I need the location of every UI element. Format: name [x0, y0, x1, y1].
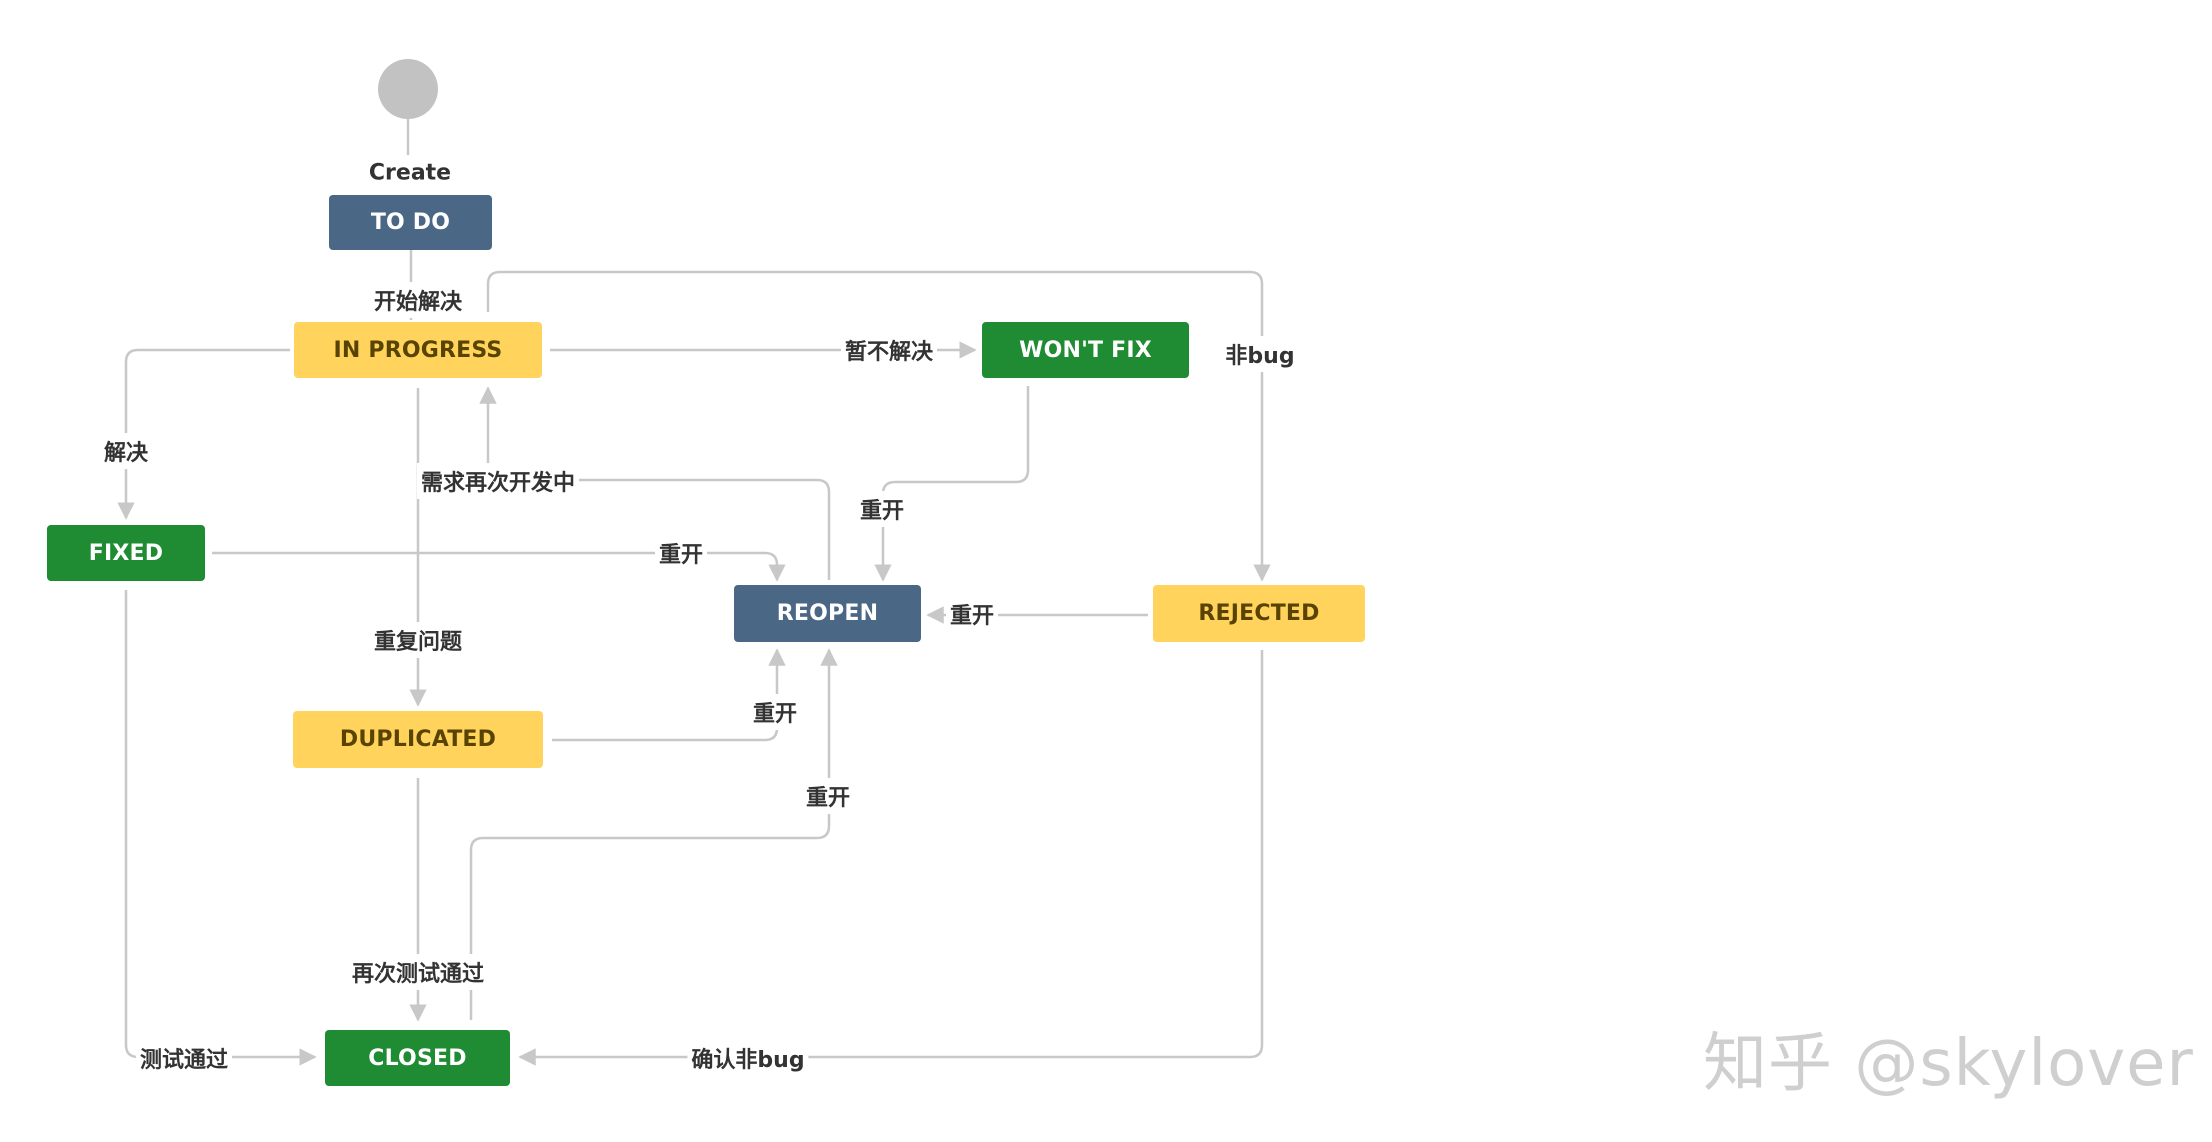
edge-test-passed — [124, 590, 317, 1066]
edge-confirm-not-bug — [518, 650, 1264, 1066]
edge-resolve — [117, 348, 290, 520]
transition-label-duplicate: 重复问题 — [369, 622, 467, 658]
state-duplicated[interactable]: DUPLICATED — [293, 711, 543, 768]
transition-label-reopen-from-closed: 重开 — [801, 778, 855, 814]
start-node[interactable] — [378, 59, 438, 119]
transition-label-resolve: 解决 — [99, 433, 153, 469]
transition-label-reopen-from-fixed: 重开 — [654, 535, 708, 571]
watermark-text: 知乎 @skylover — [1703, 1027, 2194, 1101]
transition-label-confirm-not-bug: 确认非bug — [687, 1040, 809, 1076]
state-todo[interactable]: TO DO — [329, 195, 492, 250]
state-closed[interactable]: CLOSED — [325, 1030, 510, 1086]
edge-reopen-from-closed — [469, 648, 838, 1020]
create-transition-label: Create — [368, 160, 452, 186]
edge-not-bug — [486, 270, 1271, 582]
transition-label-reopen-from-wontfix: 重开 — [855, 491, 909, 527]
transition-label-reopen-from-duplicated: 重开 — [748, 694, 802, 730]
state-wont-fix[interactable]: WON'T FIX — [982, 322, 1189, 378]
transition-label-retest-passed: 再次测试通过 — [347, 954, 489, 990]
transition-label-test-passed: 测试通过 — [135, 1040, 233, 1076]
state-rejected[interactable]: REJECTED — [1153, 585, 1365, 642]
edge-reopen-from-fixed — [212, 551, 786, 582]
state-in-progress[interactable]: IN PROGRESS — [294, 322, 542, 378]
edge-reopen-from-duplicated — [552, 648, 786, 742]
state-fixed[interactable]: FIXED — [47, 525, 205, 581]
transition-label-defer: 暂不解决 — [840, 332, 938, 368]
transition-label-reopen-from-rejected: 重开 — [945, 596, 999, 632]
edge-reopen-from-wontfix — [874, 386, 1030, 582]
transition-label-redevelop: 需求再次开发中 — [416, 463, 580, 499]
state-reopen[interactable]: REOPEN — [734, 585, 921, 642]
transition-label-not-bug: 非bug — [1221, 336, 1299, 372]
transition-label-start-work: 开始解决 — [369, 282, 467, 318]
